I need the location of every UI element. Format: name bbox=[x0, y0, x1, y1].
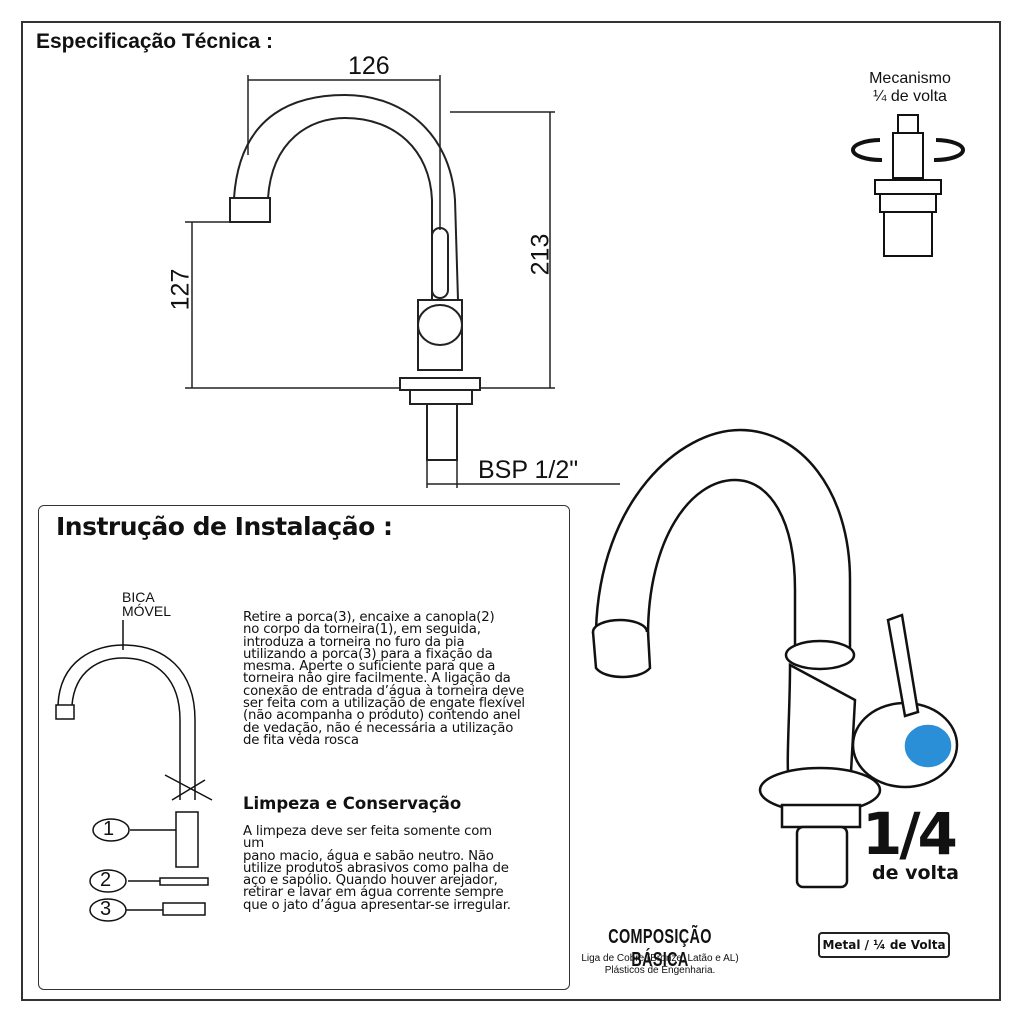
faucet-outline bbox=[229, 93, 481, 461]
installation-instructions: Retire a porca(3), encaixe a canopla(2) … bbox=[243, 610, 525, 748]
installation-title: Instrução de Instalação : bbox=[56, 512, 393, 541]
dimension-thread: BSP 1/2" bbox=[478, 456, 579, 484]
page-title: Especificação Técnica : bbox=[36, 30, 273, 53]
cleaning-instructions: A limpeza deve ser feita somente com um … bbox=[243, 824, 511, 913]
mechanism-line2: ¼ de volta bbox=[873, 88, 947, 105]
part-number-3: 3 bbox=[100, 898, 112, 920]
part-number-1: 1 bbox=[103, 818, 115, 840]
bica-label-2: MÓVEL bbox=[122, 603, 172, 619]
bica-label: BICA MÓVEL bbox=[122, 590, 171, 618]
composition-line-2: Plásticos de Engenharia. bbox=[604, 965, 716, 976]
part-number-2: 2 bbox=[100, 869, 112, 891]
handle-accent bbox=[904, 724, 952, 768]
material-badge: Metal / ¼ de Volta bbox=[818, 932, 950, 958]
installation-panel bbox=[38, 505, 570, 990]
bica-label-1: BICA bbox=[122, 589, 155, 605]
quarter-turn-sub: de volta bbox=[872, 862, 959, 884]
mechanism-label: Mecanismo ¼ de volta bbox=[850, 70, 970, 106]
dimension-lines bbox=[185, 75, 620, 488]
composition-title: COMPOSIÇÃO BÁSICA bbox=[608, 926, 712, 971]
composition-line-1: Liga de Cobre (Bronze, Latão e AL) bbox=[581, 953, 739, 964]
mechanism-line1: Mecanismo bbox=[869, 70, 951, 87]
dimension-width: 126 bbox=[348, 52, 390, 80]
cleaning-title: Limpeza e Conservação bbox=[243, 794, 462, 813]
page-frame bbox=[21, 21, 1001, 1001]
quarter-turn-big: 1/4 bbox=[862, 800, 958, 868]
